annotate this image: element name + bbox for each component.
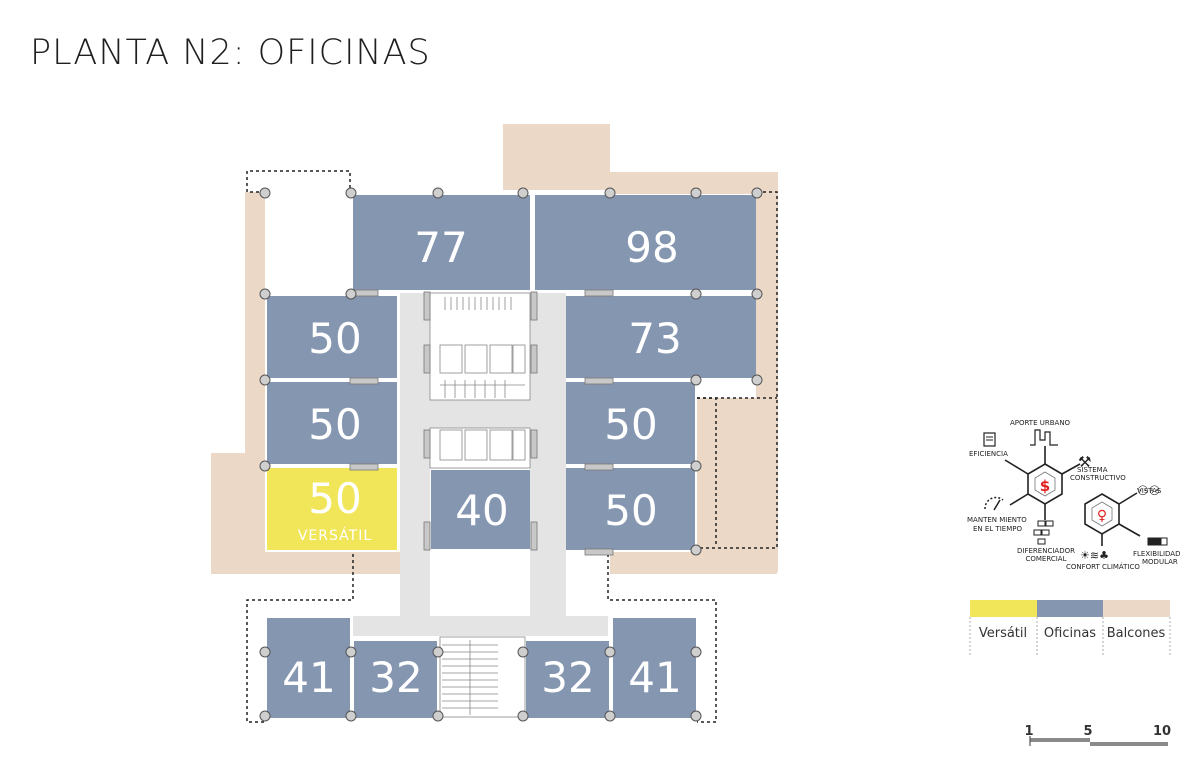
unit-32-left[interactable]: 32 <box>354 641 437 718</box>
unit-77[interactable]: 77 <box>353 195 530 290</box>
legend-swatch-versatil <box>970 600 1037 617</box>
label-sistema-2: CONSTRUCTIVO <box>1070 474 1126 482</box>
balcony-right-top <box>610 172 777 194</box>
legend-swatch-balcones <box>1103 600 1170 617</box>
unit-label: 41 <box>628 653 681 702</box>
label-flexibilidad-1: FLEXIBILIDAD <box>1133 550 1181 558</box>
label-mantenimiento-1: MANTEN MIENTO <box>967 516 1027 524</box>
unit-label: 32 <box>541 653 594 702</box>
label-flexibilidad-2: MODULAR <box>1142 558 1178 566</box>
unit-73[interactable]: 73 <box>566 296 756 378</box>
elevator-icon <box>439 344 526 461</box>
unit-41-left[interactable]: 41 <box>267 618 350 718</box>
attribute-diagram: $ ♀ APORTE URBANO EFICIENCIA ⚒ SISTEMA C… <box>967 419 1181 571</box>
balconies <box>211 124 778 574</box>
label-aporte: APORTE URBANO <box>1010 419 1071 427</box>
unit-label: 77 <box>414 223 467 272</box>
unit-50-versatile[interactable]: 50 VERSÁTIL <box>267 468 397 550</box>
unit-label: 50 <box>308 474 361 523</box>
scale-label-10: 10 <box>1153 724 1171 739</box>
label-mantenimiento-2: EN EL TIEMPO <box>973 525 1022 533</box>
unit-label: 50 <box>308 314 361 363</box>
label-diferenciador-1: DIFERENCIADOR <box>1017 547 1075 555</box>
unit-label: 73 <box>628 314 681 363</box>
unit-label: 98 <box>625 223 678 272</box>
scale-label-1: 1 <box>1024 724 1033 739</box>
corridor-right <box>530 293 566 635</box>
unit-32-right[interactable]: 32 <box>526 641 609 718</box>
document-icon <box>983 432 996 447</box>
label-vistas: VISTAS <box>1137 487 1162 495</box>
balcony-left-bottom <box>245 552 400 574</box>
unit-label: 50 <box>308 400 361 449</box>
columns <box>259 187 763 722</box>
balcony-right-lower <box>697 398 777 572</box>
page-title: PLANTA N2: OFICINAS <box>30 33 431 73</box>
unit-50-left-2[interactable]: 50 <box>267 382 397 464</box>
legend-label-oficinas: Oficinas <box>1044 626 1096 641</box>
unit-label: 50 <box>604 486 657 535</box>
corridor-left <box>400 293 430 635</box>
stair-bottom-icon <box>439 636 526 718</box>
scale-bar: 1 5 10 <box>1024 724 1171 746</box>
label-confort: CONFORT CLIMÁTICO <box>1066 562 1140 571</box>
climate-icon: ☀≋♣ <box>1080 549 1109 562</box>
unit-label: 41 <box>282 653 335 702</box>
label-sistema-1: SISTEMA <box>1077 466 1108 474</box>
legend-label-versatil: Versátil <box>979 626 1027 641</box>
label-diferenciador-2: COMERCIAL <box>1025 555 1066 563</box>
gauge-icon <box>984 496 1004 511</box>
building-icon <box>1030 429 1058 446</box>
unit-label: 40 <box>455 486 508 535</box>
balcony-right-bottom <box>610 552 777 574</box>
core <box>429 292 531 718</box>
core-center <box>430 400 530 428</box>
unit-label: 50 <box>604 400 657 449</box>
stair-mid-icon <box>440 380 525 398</box>
unit-sublabel: VERSÁTIL <box>298 527 372 544</box>
dollar-icon: $ <box>1040 477 1050 495</box>
unit-50-left-1[interactable]: 50 <box>267 296 397 378</box>
openings <box>349 289 614 556</box>
legend-label-balcones: Balcones <box>1107 626 1166 641</box>
stair-top-icon <box>444 297 512 310</box>
scale-label-5: 5 <box>1083 724 1092 739</box>
dashed-perimeter <box>246 170 778 723</box>
legend: Versátil Oficinas Balcones <box>969 600 1171 657</box>
unit-41-right[interactable]: 41 <box>613 618 696 718</box>
corridor-bottom <box>353 616 608 636</box>
blocks-icon <box>1033 520 1054 545</box>
unit-40[interactable]: 40 <box>431 470 530 549</box>
balcony-top <box>503 124 610 190</box>
ribbon-icon: ♀ <box>1097 508 1107 524</box>
unit-50-right-1[interactable]: 50 <box>566 382 695 464</box>
office-units: 77 98 50 73 50 50 50 VERSÁTIL 40 <box>267 195 756 718</box>
unit-label: 32 <box>369 653 422 702</box>
unit-98[interactable]: 98 <box>535 195 756 290</box>
tools-icon: ⚒ <box>1078 453 1091 471</box>
modules-icon <box>1147 537 1168 546</box>
unit-50-right-2[interactable]: 50 <box>566 468 695 550</box>
label-eficiencia: EFICIENCIA <box>969 450 1008 458</box>
legend-swatch-oficinas <box>1037 600 1103 617</box>
glasses-icon: ⚇⚇ <box>1137 484 1160 499</box>
